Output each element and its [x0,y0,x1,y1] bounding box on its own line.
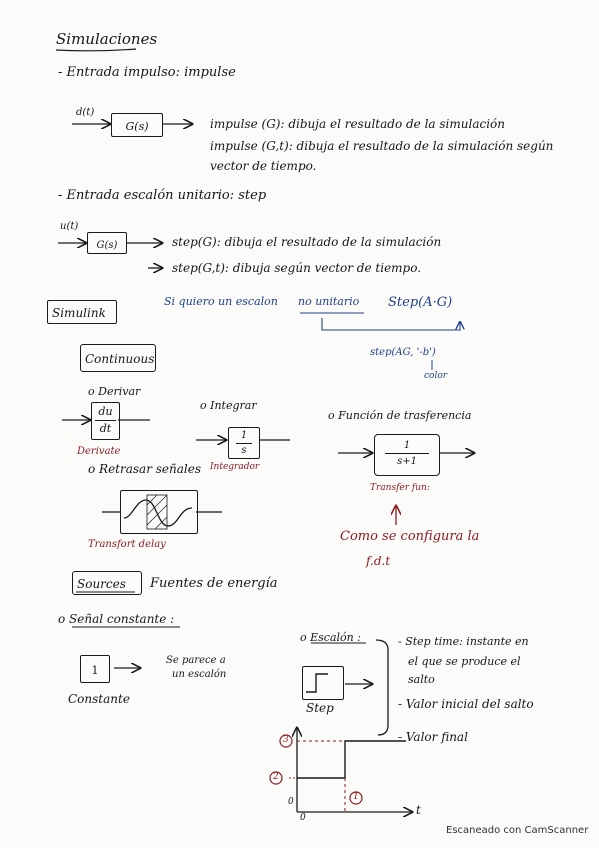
como-configura: Como se configura la [340,529,480,544]
parece-line-2: un escalón [172,669,227,680]
derivative-num: du [95,404,116,421]
constant-value: 1 [91,664,99,677]
bullet-valor-final: - Valor final [398,730,468,744]
graph-t-label: t [416,803,421,817]
marker-3-circle [279,734,293,748]
tf-den: s+1 [397,456,417,467]
impulse-heading: - Entrada impulso: impulse [58,65,236,80]
derivative-block: du dt [91,402,120,440]
step-source-caption: Step [306,701,334,715]
fuentes-label: Fuentes de energía [150,576,278,591]
footer-watermark: Escaneado con CamScanner [446,825,589,836]
retrasar-label: o Retrasar señales [88,462,201,476]
marker-2: 2 [273,772,279,782]
sources-label: Sources [77,577,126,591]
marker-1: 1 [353,792,359,802]
step-input-label: u(t) [60,221,79,232]
integrador-caption: Integrador [210,462,260,472]
note-no-unitario: no unitario [298,295,360,308]
marker-2-circle [269,771,283,785]
step-line-2: step(G,t): dibuja según vector de tiempo… [172,261,422,275]
derivar-label: o Derivar [88,385,141,398]
step-line-1: step(G): dibuja el resultado de la simul… [172,235,442,249]
delay-block [120,490,198,534]
integrator-den: s [241,445,247,456]
impulse-line-2: impulse (G,t): dibuja el resultado de la… [210,139,554,153]
graph-zero-x: 0 [300,813,306,823]
tf-block: 1 s+1 [374,434,440,476]
graph-step-line [297,740,406,779]
marker-3: 3 [283,735,289,745]
marker-1-circle [349,791,363,805]
note-escalon: Si quiero un escalon [164,295,278,308]
title-underline [55,48,137,52]
delay-caption: Transfort delay [88,539,166,550]
fdt-label: f.d.t [366,554,391,568]
integrator-num: 1 [236,429,252,444]
bullet-valor-inicial: - Valor inicial del salto [398,697,534,711]
constante-caption: Constante [68,692,130,706]
simulink-label: Simulink [52,306,106,320]
integrar-label: o Integrar [200,399,257,412]
bullet-step-time-2: el que se produce el [408,655,521,668]
delay-wave [123,499,193,527]
simulink-box: Simulink [47,300,117,324]
bullet-step-time-3: salto [408,673,435,686]
note-step-ag: Step(A·G) [388,295,453,310]
step-block: G(s) [87,232,127,254]
page-title: Simulaciones [56,30,158,48]
blue-bracket [321,318,460,331]
continuous-label: Continuous [85,352,155,366]
impulse-input-label: d(t) [76,107,95,118]
impulse-block-label: G(s) [125,120,149,133]
step-glyph [306,673,328,693]
step-source-block [302,666,344,700]
ft-label: o Función de trasferencia [328,409,472,422]
tf-num: 1 [385,438,429,454]
continuous-box: Continuous [80,344,156,372]
step-heading: - Entrada escalón unitario: step [58,188,267,203]
note-color: color [424,371,448,381]
constant-block: 1 [80,655,110,683]
impulse-block: G(s) [111,113,163,137]
impulse-line-3: vector de tiempo. [210,159,317,173]
constante-heading: o Señal constante : [58,612,175,626]
escalon-heading: o Escalón : [300,631,361,644]
integrator-block: 1 s [228,427,260,459]
derivative-den: dt [99,422,112,435]
note-step-color-cmd: step(AG, '-b') [370,347,436,358]
bullet-step-time: - Step time: instante en [398,635,529,648]
impulse-line-1: impulse (G): dibuja el resultado de la s… [210,117,505,131]
parece-line-1: Se parece a [166,655,226,666]
derivate-caption: Derivate [77,446,121,457]
graph-zero-y: 0 [288,797,294,807]
step-block-label: G(s) [96,240,118,251]
transfer-caption: Transfer fun: [370,483,430,493]
big-bracket [375,639,389,736]
sources-box: Sources [72,571,142,595]
